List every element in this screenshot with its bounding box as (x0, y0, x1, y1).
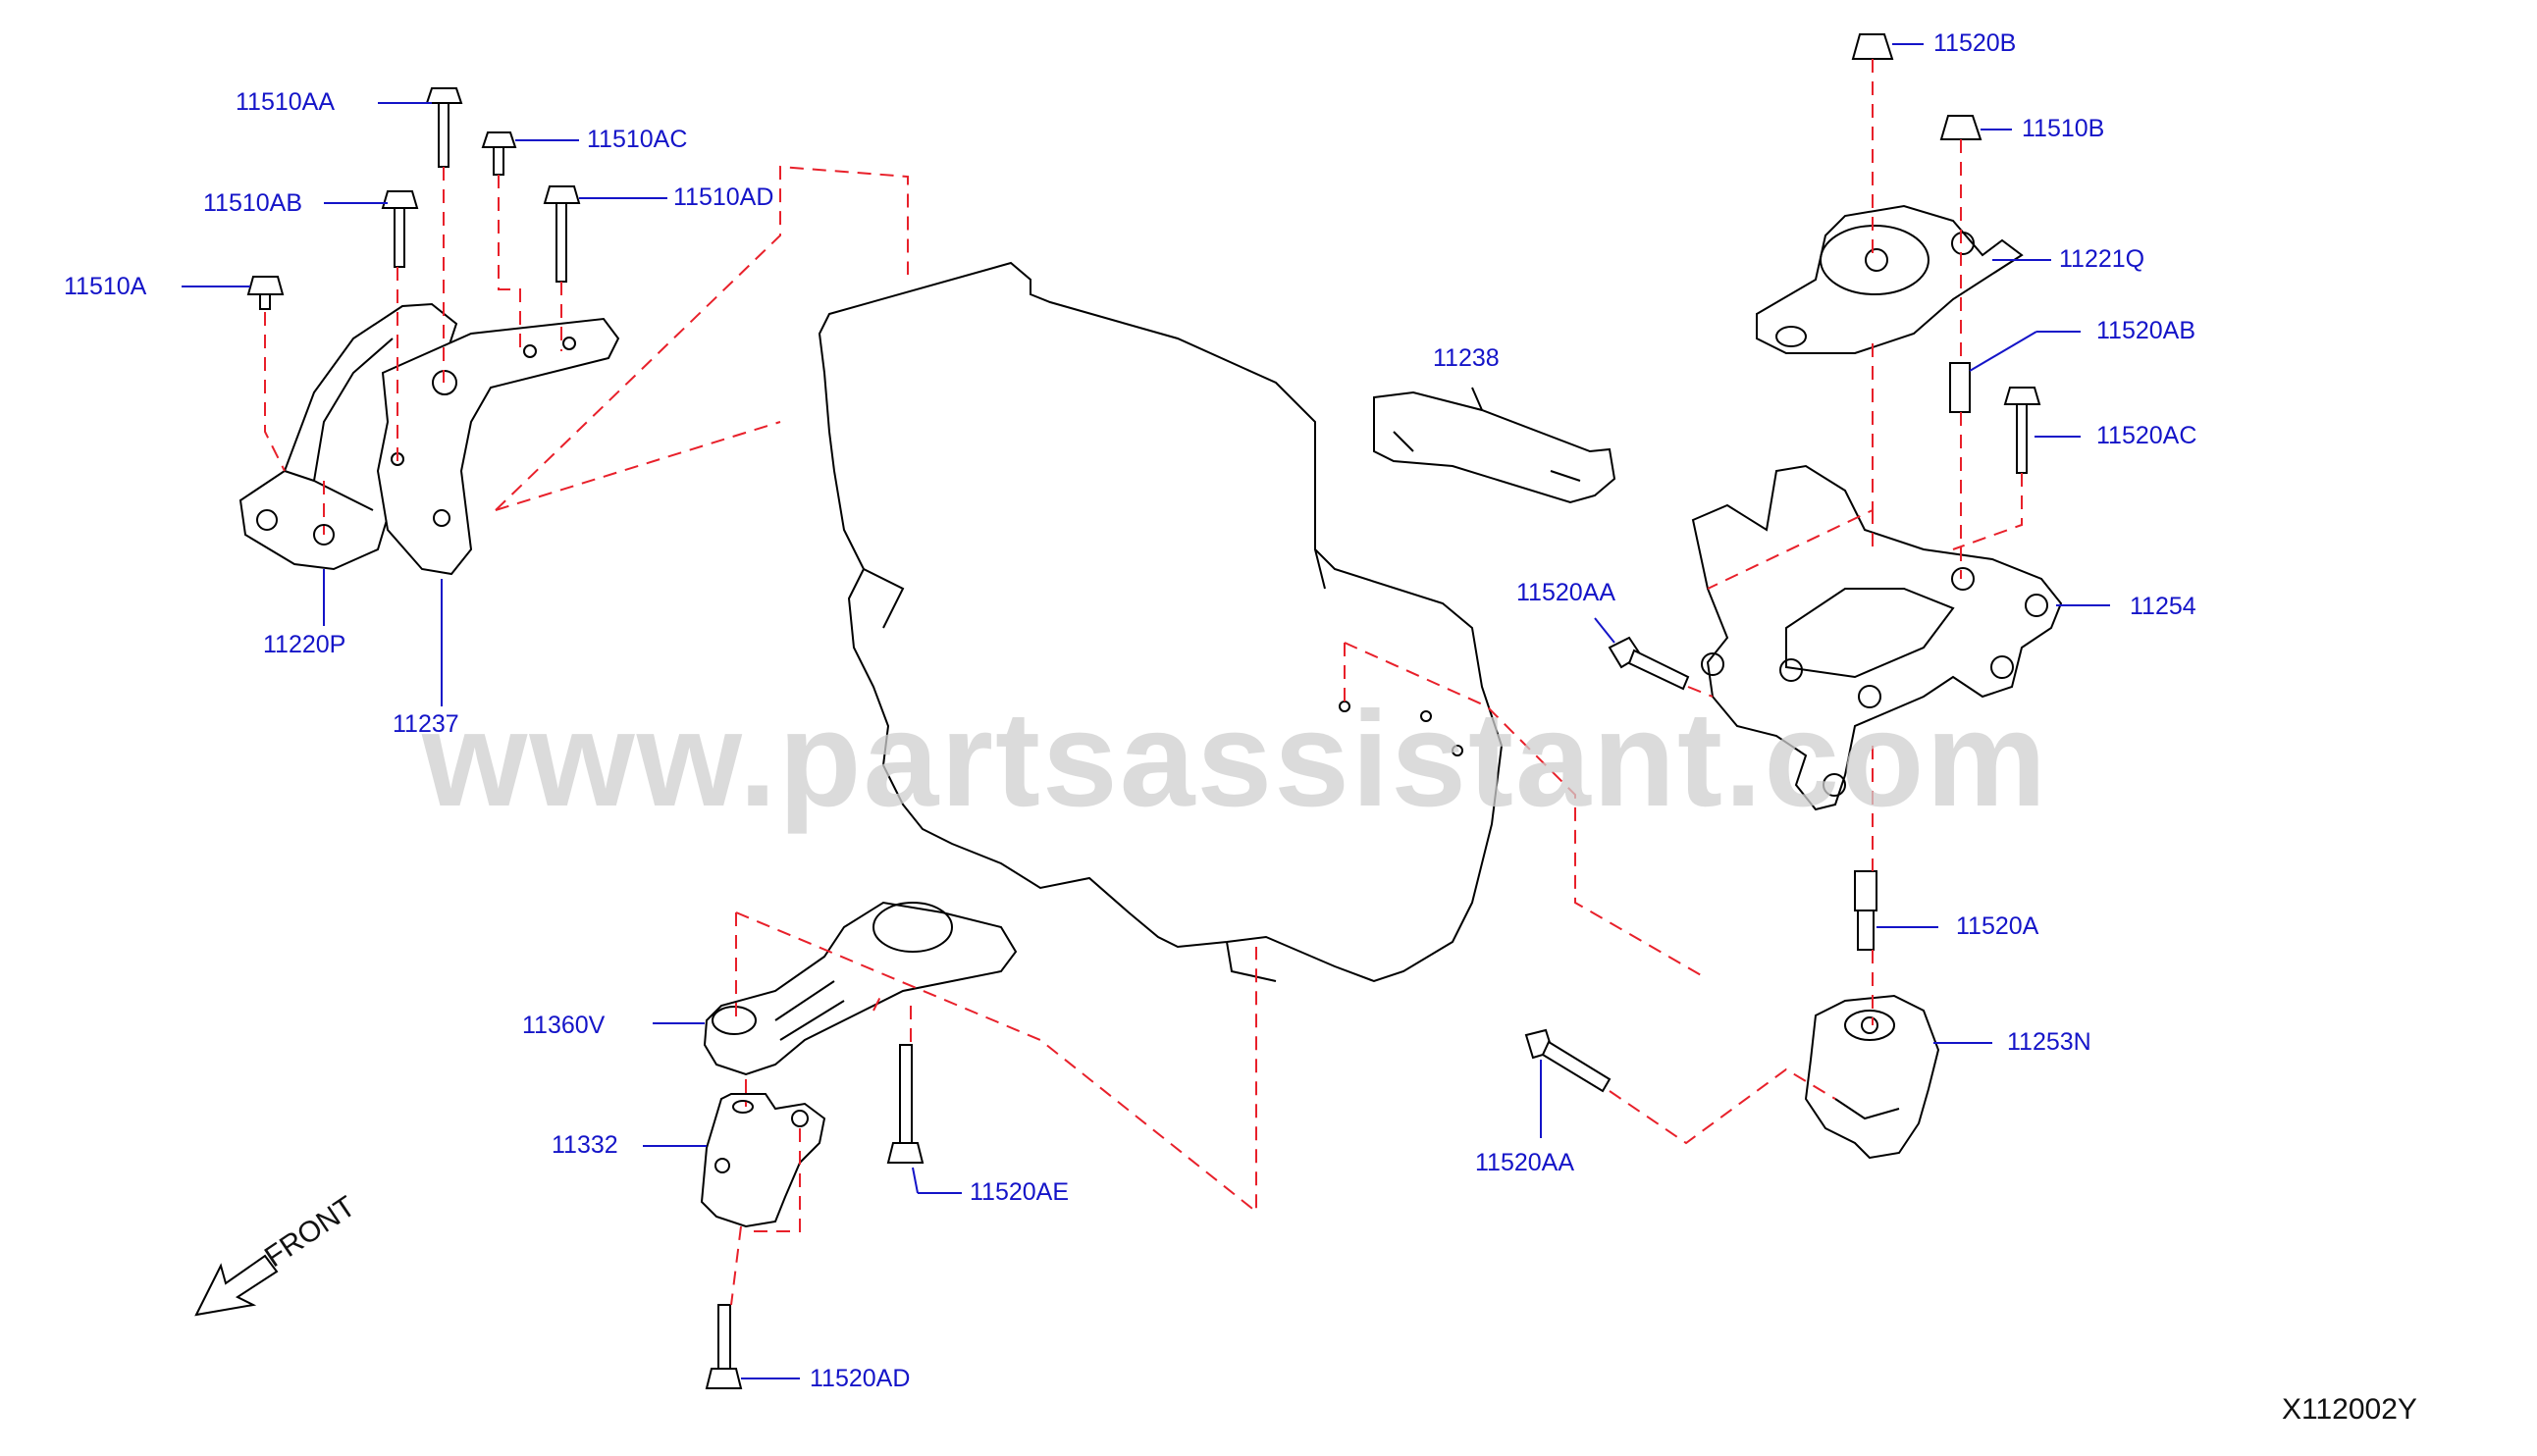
part-label-11510AD[interactable]: 11510AD (673, 183, 774, 211)
nut-11520B (1851, 33, 1894, 60)
part-label-11520AB[interactable]: 11520AB (2096, 317, 2196, 344)
part-label-11520A[interactable]: 11520A (1956, 912, 2039, 940)
bracket-11238 (1373, 390, 1616, 504)
part-label-11510AB[interactable]: 11510AB (203, 189, 303, 217)
part-label-11520AA-bottom[interactable]: 11520AA (1475, 1149, 1575, 1176)
part-label-11220P[interactable]: 11220P (263, 631, 346, 658)
part-label-11360V[interactable]: 11360V (522, 1012, 606, 1039)
bracket-11254 (1691, 464, 2063, 811)
part-label-11221Q[interactable]: 11221Q (2059, 245, 2145, 273)
leader-lines (182, 43, 2110, 1379)
engine-block (818, 261, 1504, 983)
bolt-11520AD (705, 1304, 743, 1389)
part-label-11510AC[interactable]: 11510AC (587, 126, 688, 153)
part-label-11510B[interactable]: 11510B (2022, 115, 2105, 142)
part-label-11510A[interactable]: 11510A (64, 273, 147, 300)
bolt-11510AB (381, 190, 419, 268)
bolt-11510A (246, 276, 285, 310)
nut-11510B (1939, 115, 1982, 140)
insulator-11253N (1804, 994, 1940, 1160)
part-label-11253N[interactable]: 11253N (2007, 1028, 2091, 1056)
part-label-11520AE[interactable]: 11520AE (970, 1178, 1070, 1206)
part-label-11238[interactable]: 11238 (1433, 344, 1500, 372)
diagram-code: X112002Y (2282, 1393, 2417, 1426)
pin-11520AB (1949, 362, 1971, 413)
part-label-11332[interactable]: 11332 (552, 1131, 618, 1159)
mount-11360V (703, 901, 1018, 1076)
bolt-11510AC (481, 131, 517, 176)
insulator-11221Q (1756, 204, 2024, 354)
bracket-11332 (700, 1093, 826, 1228)
part-label-11520AD[interactable]: 11520AD (810, 1365, 911, 1392)
bracket-11237 (376, 317, 620, 576)
part-label-11237[interactable]: 11237 (393, 710, 459, 738)
part-label-11520AC[interactable]: 11520AC (2096, 422, 2197, 449)
alignment-lines (264, 59, 2023, 1306)
bolt-11520AC (2003, 387, 2041, 474)
stud-11520A (1854, 870, 1877, 951)
bolt-11520AE (886, 1044, 925, 1164)
part-label-11520AA-top[interactable]: 11520AA (1516, 579, 1616, 606)
part-label-11254[interactable]: 11254 (2130, 593, 2196, 620)
watermark: www.partsassistant.com (422, 684, 2049, 835)
bolt-11520AA-bottom (1524, 1028, 1612, 1093)
part-label-11510AA[interactable]: 11510AA (236, 88, 336, 116)
bolt-11510AA (425, 87, 463, 168)
bolt-11520AA-top (1608, 636, 1690, 691)
front-arrow-icon (194, 1254, 279, 1317)
bolt-11510AD (543, 185, 581, 283)
part-label-11520B[interactable]: 11520B (1933, 29, 2017, 57)
